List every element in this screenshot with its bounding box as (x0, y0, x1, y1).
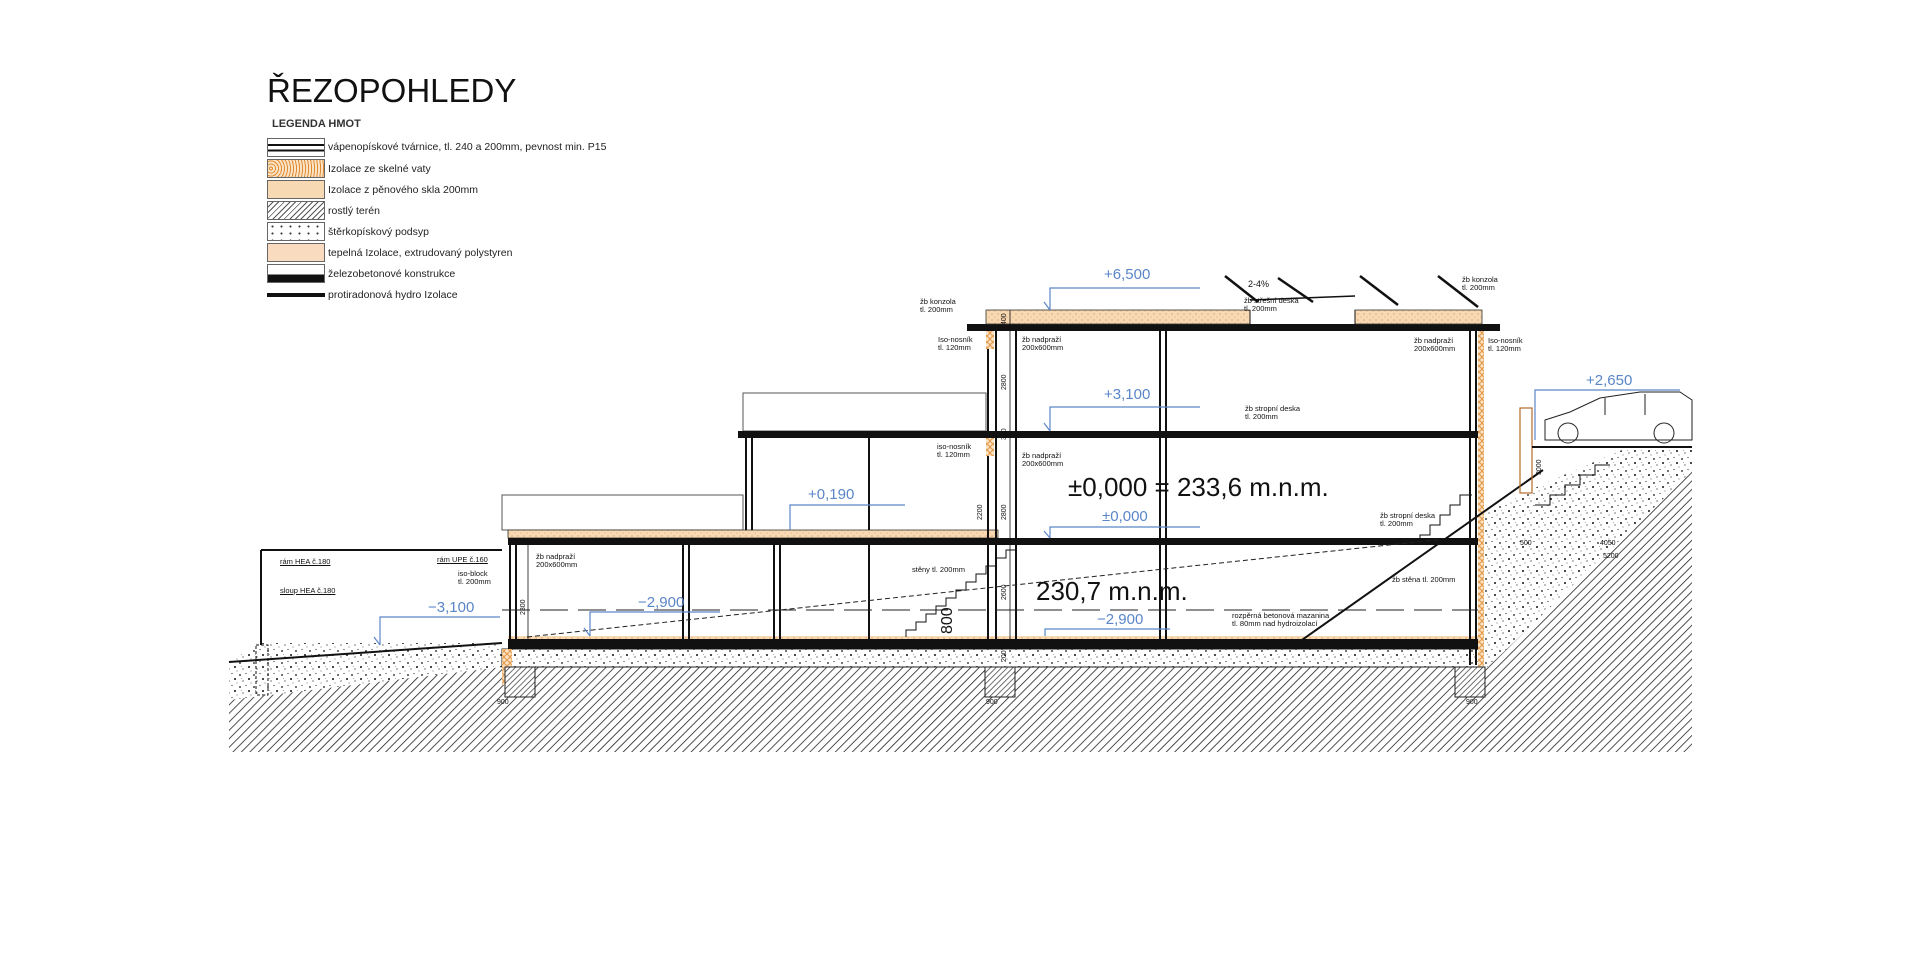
masonry-swatch-icon (267, 138, 325, 157)
dimension-2300: 2300 (520, 599, 527, 615)
dimension-500: 500 (1520, 540, 1532, 547)
terrain-line-left (228, 642, 503, 663)
natural-ground-swatch-icon (267, 201, 325, 220)
dimension-2800-mid: 2800 (1001, 504, 1008, 520)
basement-slab (508, 639, 1478, 649)
dimension-900-center: 900 (986, 699, 998, 706)
terrace-railing (501, 494, 744, 531)
wall-insulation-right (1478, 331, 1484, 667)
upper-terrace-railing (742, 392, 987, 432)
garage-wall (1519, 407, 1533, 494)
legend-item-glass-wool: Izolace ze skelné vaty (328, 163, 431, 175)
legend-heading: LEGENDA HMOT (272, 118, 361, 130)
level-markers (373, 287, 1680, 646)
dimension-900-left: 900 (497, 699, 509, 706)
gravel-swatch-icon (267, 222, 325, 241)
level-terrace: +0,190 (808, 486, 855, 503)
legend-item-foam-glass: Izolace z pěnového skla 200mm (328, 184, 478, 196)
legend-item-reinforced-concrete: železobetonové konstrukce (328, 268, 456, 280)
dimension-2800-top: 2800 (1001, 374, 1008, 390)
xps-swatch-icon (267, 243, 325, 262)
iso-beam-mid (986, 438, 994, 456)
walls (509, 331, 1477, 665)
steel-pergola-frame (255, 549, 502, 696)
original-terrain-line (526, 538, 1446, 638)
first-floor-slab (738, 431, 1478, 438)
annotation-steny: stěny tl. 200mm (912, 565, 965, 574)
floor-insulation (508, 636, 1478, 639)
level-first-floor: +3,100 (1104, 386, 1151, 403)
dimension-2200: 2200 (977, 504, 984, 520)
legend-item-natural-ground: rostlý terén (328, 205, 380, 217)
dimension-3000: 3000 (1536, 459, 1543, 475)
dimension-400: 400 (1001, 313, 1008, 325)
roof-slab (967, 324, 1500, 331)
legend-item-masonry: vápenopískové tvárnice, tl. 240 a 200mm,… (328, 141, 607, 153)
basement-elevation-label: 230,7 m.n.m. (1036, 576, 1188, 606)
foam-glass-swatch-icon (267, 180, 325, 199)
radon-barrier-swatch-icon (267, 293, 325, 297)
natural-ground (229, 471, 1692, 752)
skylight-opening (1249, 310, 1356, 331)
level-basement-left: −2,900 (638, 594, 685, 611)
level-basement-center: −2,900 (1097, 611, 1144, 628)
dimension-lines (527, 310, 1011, 649)
roof-insulation-right (1354, 309, 1483, 325)
level-roof: +6,500 (1104, 266, 1151, 283)
dimension-300: 300 (1001, 428, 1008, 440)
footings (504, 666, 1486, 698)
iso-beam-top (986, 331, 994, 349)
main-elevation-label: ±0,000 = 233,6 m.n.m. (1068, 472, 1329, 502)
outdoor-stairs (1419, 494, 1472, 545)
dimension-2600: 2600 (1001, 584, 1008, 600)
skylight-glass (1249, 295, 1356, 301)
page-title: ŘEZOPOHLEDY (267, 72, 517, 109)
legend-item-xps: tepelná Izolace, extrudovaný polystyren (328, 247, 513, 259)
solar-panels (1224, 275, 1479, 308)
glass-wool-swatch-icon (267, 159, 325, 178)
dimension-5200: 5200 (1603, 553, 1619, 560)
car-icon (1544, 391, 1693, 444)
ground-floor-slab (508, 538, 1478, 545)
gravel-fill-right (1484, 447, 1692, 667)
basement-stairs (905, 549, 1016, 637)
annotation-sloup-hea: sloup HEA č.180 (280, 586, 336, 595)
dimension-900-right: 900 (1466, 699, 1478, 706)
annotation-ram-hea: rám HEA č.180 (280, 557, 331, 566)
reinforced-concrete-swatch-icon (267, 264, 325, 283)
garage-stairs (1535, 464, 1610, 506)
level-ground: ±0,000 (1102, 508, 1148, 525)
gravel-fill-under-building (501, 648, 1483, 668)
annotation-ram-upe: rám UPE č.160 (437, 555, 488, 564)
dimension-4050: 4050 (1600, 540, 1616, 547)
section-cut-line (1291, 469, 1544, 648)
terrace-insulation (507, 529, 999, 539)
dimension-800: 800 (939, 607, 956, 634)
legend-item-gravel: štěrkopískový podsyp (328, 226, 429, 238)
annotation-roof-slope: 2-4% (1248, 279, 1270, 289)
legend-item-radon-barrier: protiradonová hydro Izolace (328, 289, 458, 301)
annotation-stena: žb stěna tl. 200mm (1392, 575, 1456, 584)
roof-insulation-left (985, 309, 1251, 325)
level-parking: +2,650 (1586, 372, 1633, 389)
dimension-200: 200 (1001, 650, 1008, 662)
level-outdoor-left: −3,100 (428, 599, 475, 616)
